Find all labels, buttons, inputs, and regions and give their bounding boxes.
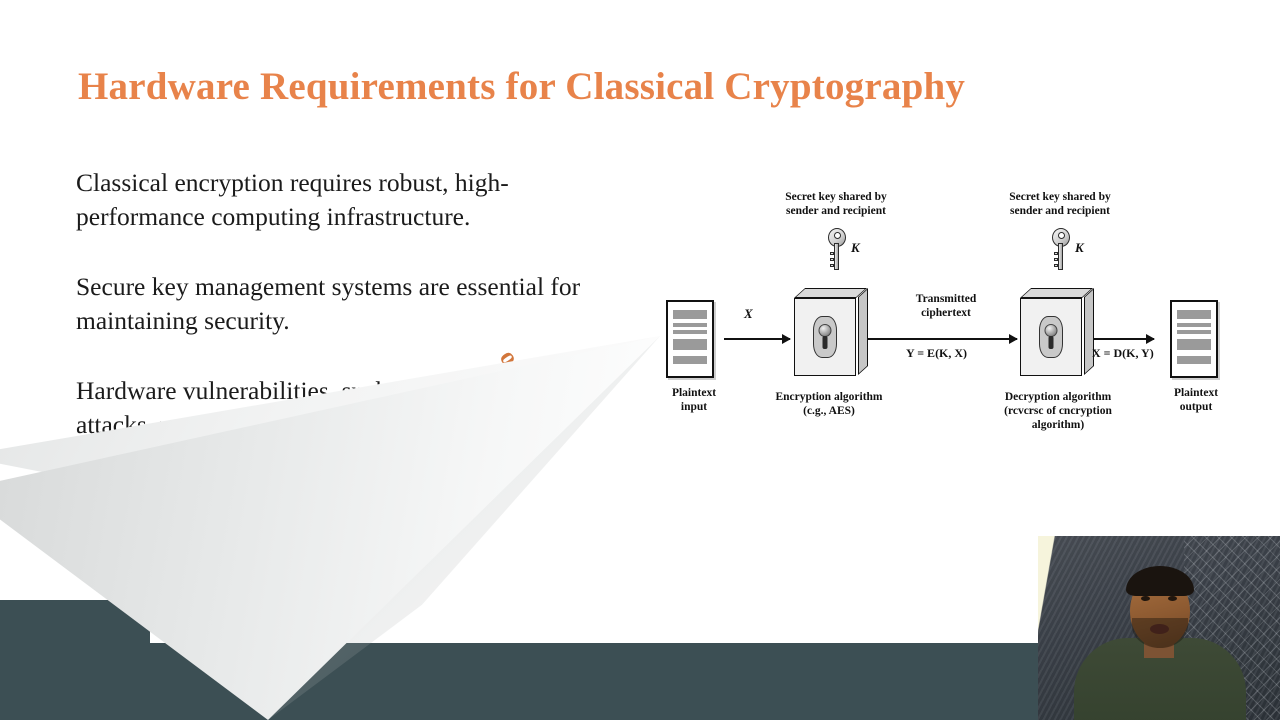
body-paragraph-2: Secure key management systems are essent… (76, 272, 581, 335)
arrow-decrypt-to-plaintext (1094, 334, 1155, 344)
presenter-mouth (1150, 624, 1169, 634)
presenter-eye-right (1168, 596, 1177, 601)
plaintext-output-document (1170, 300, 1218, 378)
secret-key-label-right: Secret key shared by sender and recipien… (1009, 191, 1111, 217)
arrow-plaintext-to-encrypt (724, 334, 791, 344)
plaintext-output-label: Plaintext output (1173, 387, 1219, 413)
key-icon-right (1052, 228, 1070, 270)
encrypt-equation: Y = E(K, X) (906, 346, 968, 360)
arrow-ciphertext-channel (867, 334, 1018, 344)
next-slide-fragment-2: n distances ar (356, 392, 431, 498)
decrypt-equation: X = D(K, Y) (1092, 346, 1154, 360)
plaintext-input-document (666, 300, 714, 378)
secret-key-label-left: Secret key shared by sender and recipien… (785, 191, 887, 217)
key-icon-left (828, 228, 846, 270)
body-paragraph-1: Classical encryption requires robust, hi… (76, 168, 509, 231)
page-title: Hardware Requirements for Classical Cryp… (78, 65, 966, 108)
symmetric-encryption-diagram: Secret key shared by sender and recipien… (648, 178, 1268, 448)
presenter-eye-left (1141, 596, 1150, 601)
key-symbol-left: K (851, 240, 860, 255)
channel-label: Transmitted ciphertext (915, 293, 977, 319)
key-symbol-right: K (1075, 240, 1084, 255)
presenter-webcam-feed[interactable] (1038, 536, 1280, 720)
next-slide-fragment-3: of qua (493, 344, 558, 419)
input-var-label: X (744, 306, 753, 321)
decryption-algorithm-box (1020, 288, 1094, 376)
next-slide-text-fragments: expertise are barrie n distances ar of q… (0, 330, 660, 660)
next-slide-fragment-1: expertise are barrie (211, 442, 295, 591)
plaintext-input-label: Plaintext input (671, 387, 717, 413)
encryption-algorithm-box (794, 288, 868, 376)
encryption-box-label: Encryption algorithm (c.g., AES) (775, 391, 883, 417)
decryption-box-label: Decryption algorithm (rcvcrsc of cncrypt… (1004, 391, 1112, 431)
